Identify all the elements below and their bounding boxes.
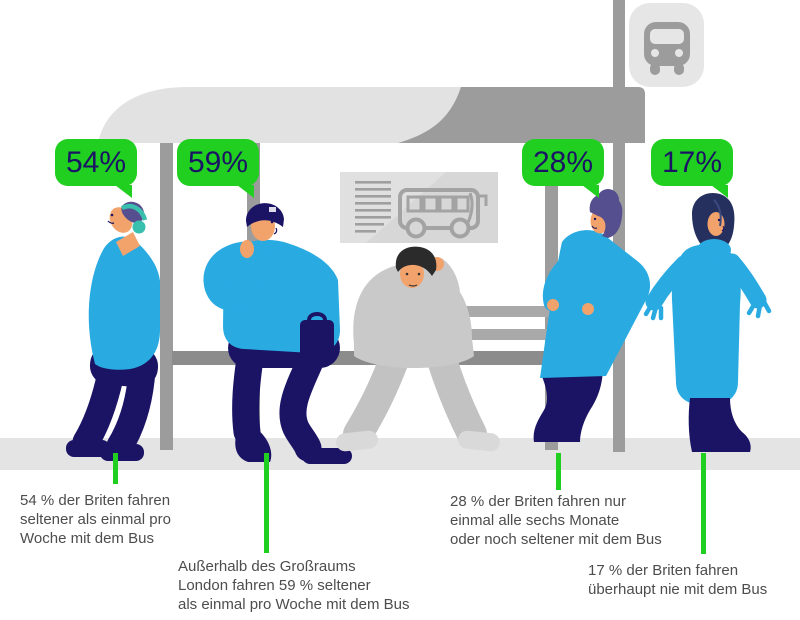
bus-stop-sign [629, 3, 704, 87]
bubble-28: 28% [522, 139, 604, 186]
caption-54: 54 % der Briten fahren seltener als einm… [20, 492, 171, 547]
callout-line-28 [556, 453, 561, 490]
board-text-lines [355, 181, 391, 233]
caption-17: 17 % der Briten fahren überhaupt nie mit… [588, 562, 768, 598]
bubble-59: 59% [177, 139, 259, 186]
callout-line-54 [113, 453, 118, 484]
caption-28: 28 % der Briten fahren nur einmal alle s… [450, 493, 662, 548]
person-54-leaning-man [66, 201, 160, 461]
spread-fingers [643, 299, 772, 321]
bubble-17-label: 17% [661, 145, 723, 179]
shelter-roof [98, 87, 645, 143]
bubble-54-label: 54% [65, 145, 127, 179]
bubble-54: 54% [55, 139, 137, 186]
bus-front-icon [644, 22, 690, 75]
departure-board [340, 172, 498, 243]
callout-line-17 [701, 453, 706, 554]
person-17-standing-woman [643, 192, 772, 452]
caption-59: Außerhalb des Großraums London fahren 59… [178, 558, 410, 613]
person-59-man-with-briefcase [203, 203, 352, 464]
person-28-leaning-woman [533, 189, 651, 442]
bubble-17: 17% [651, 139, 733, 186]
callout-line-59 [264, 453, 269, 553]
bubble-28-label: 28% [532, 145, 594, 179]
bus-side-icon [398, 188, 488, 239]
bubble-59-label: 59% [187, 145, 249, 179]
person-sitting-man [336, 246, 500, 452]
